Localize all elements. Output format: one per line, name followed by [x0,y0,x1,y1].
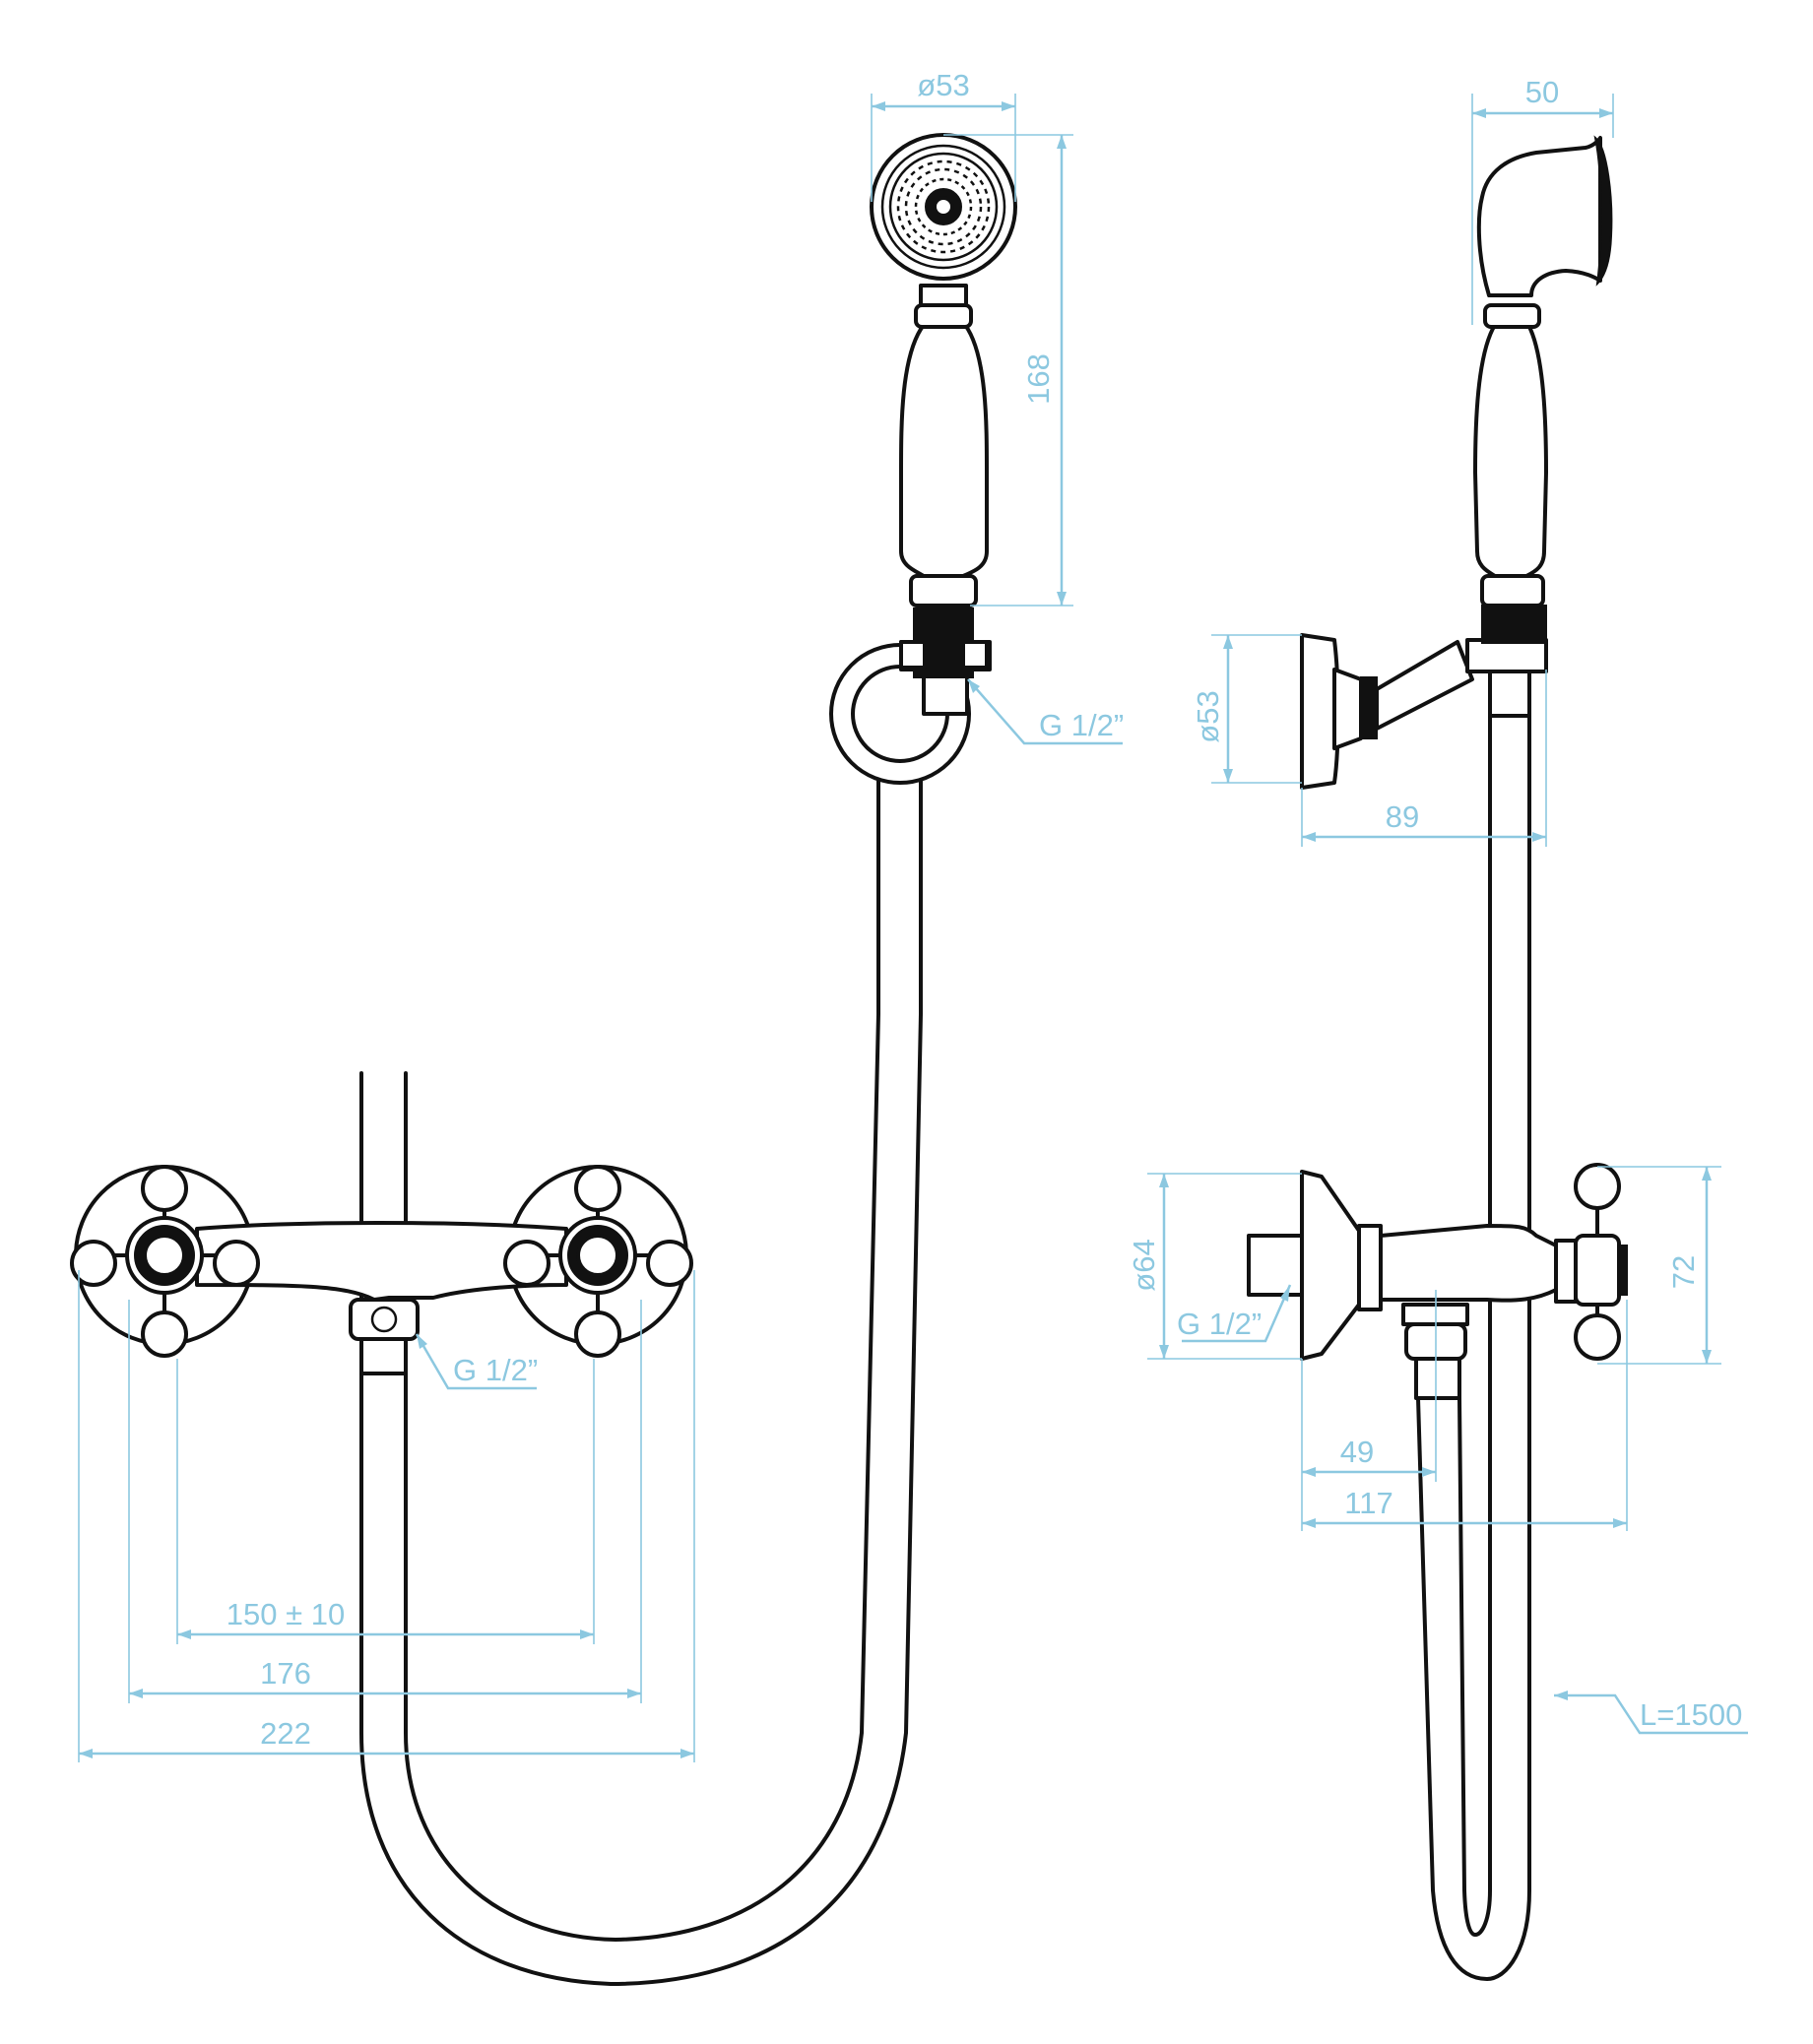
side-hose [1416,702,1531,1982]
dim-overall-projection: 117 [1344,1486,1392,1520]
outlet-nut [349,1298,420,1341]
side-escutcheon [1300,1170,1361,1361]
dim-handshower-length: 168 [1021,353,1056,405]
front-hose [359,702,923,1987]
left-cross-handle [70,1165,260,1358]
side-wall-holder [1300,633,1548,790]
side-view: 50 ø53 89 ø64 G 1/2” [1127,75,1748,1982]
side-shower-head [1476,136,1602,297]
front-handshower [870,133,1017,607]
dim-holder-thread: G 1/2” [1039,708,1124,742]
right-cross-handle [503,1165,693,1358]
dim-outlet-thread: G 1/2” [453,1353,538,1387]
dim-handshower-diameter: ø53 [917,68,969,102]
side-dimensions: 50 ø53 89 ø64 G 1/2” [1127,75,1748,1735]
dim-holder-flange-diameter: ø53 [1191,690,1225,742]
side-clamp [1481,605,1547,644]
side-handshower [1473,135,1613,644]
side-handle-grip [1473,323,1548,578]
dim-centers: 150 ± 10 [227,1597,345,1631]
dim-head-depth: 50 [1525,75,1559,109]
outlet-connector [359,1337,408,1375]
dim-hose-length: L=1500 [1640,1697,1742,1732]
side-mixer [1247,1163,1628,1400]
dim-outlet-projection: 49 [1340,1435,1374,1469]
dim-overall-width: 222 [260,1716,311,1751]
side-body [1379,1224,1558,1303]
dim-escutcheon-span: 176 [260,1656,311,1691]
front-view: ø53 168 G 1/2” G 1/2” [70,68,1124,1987]
holder-arm [1375,640,1474,731]
dim-mixer-thread: G 1/2” [1177,1307,1262,1341]
front-dimensions: ø53 168 G 1/2” G 1/2” [78,68,1124,1762]
dim-handle-height: 72 [1666,1255,1701,1289]
front-wall-holder [829,607,992,785]
front-mixer [70,1165,693,1375]
mixer-body [195,1221,568,1302]
wall-connector [1247,1234,1304,1297]
dim-mixer-flange-diameter: ø64 [1127,1239,1161,1291]
dim-holder-projection: 89 [1386,799,1419,834]
handle-grip [899,323,989,578]
